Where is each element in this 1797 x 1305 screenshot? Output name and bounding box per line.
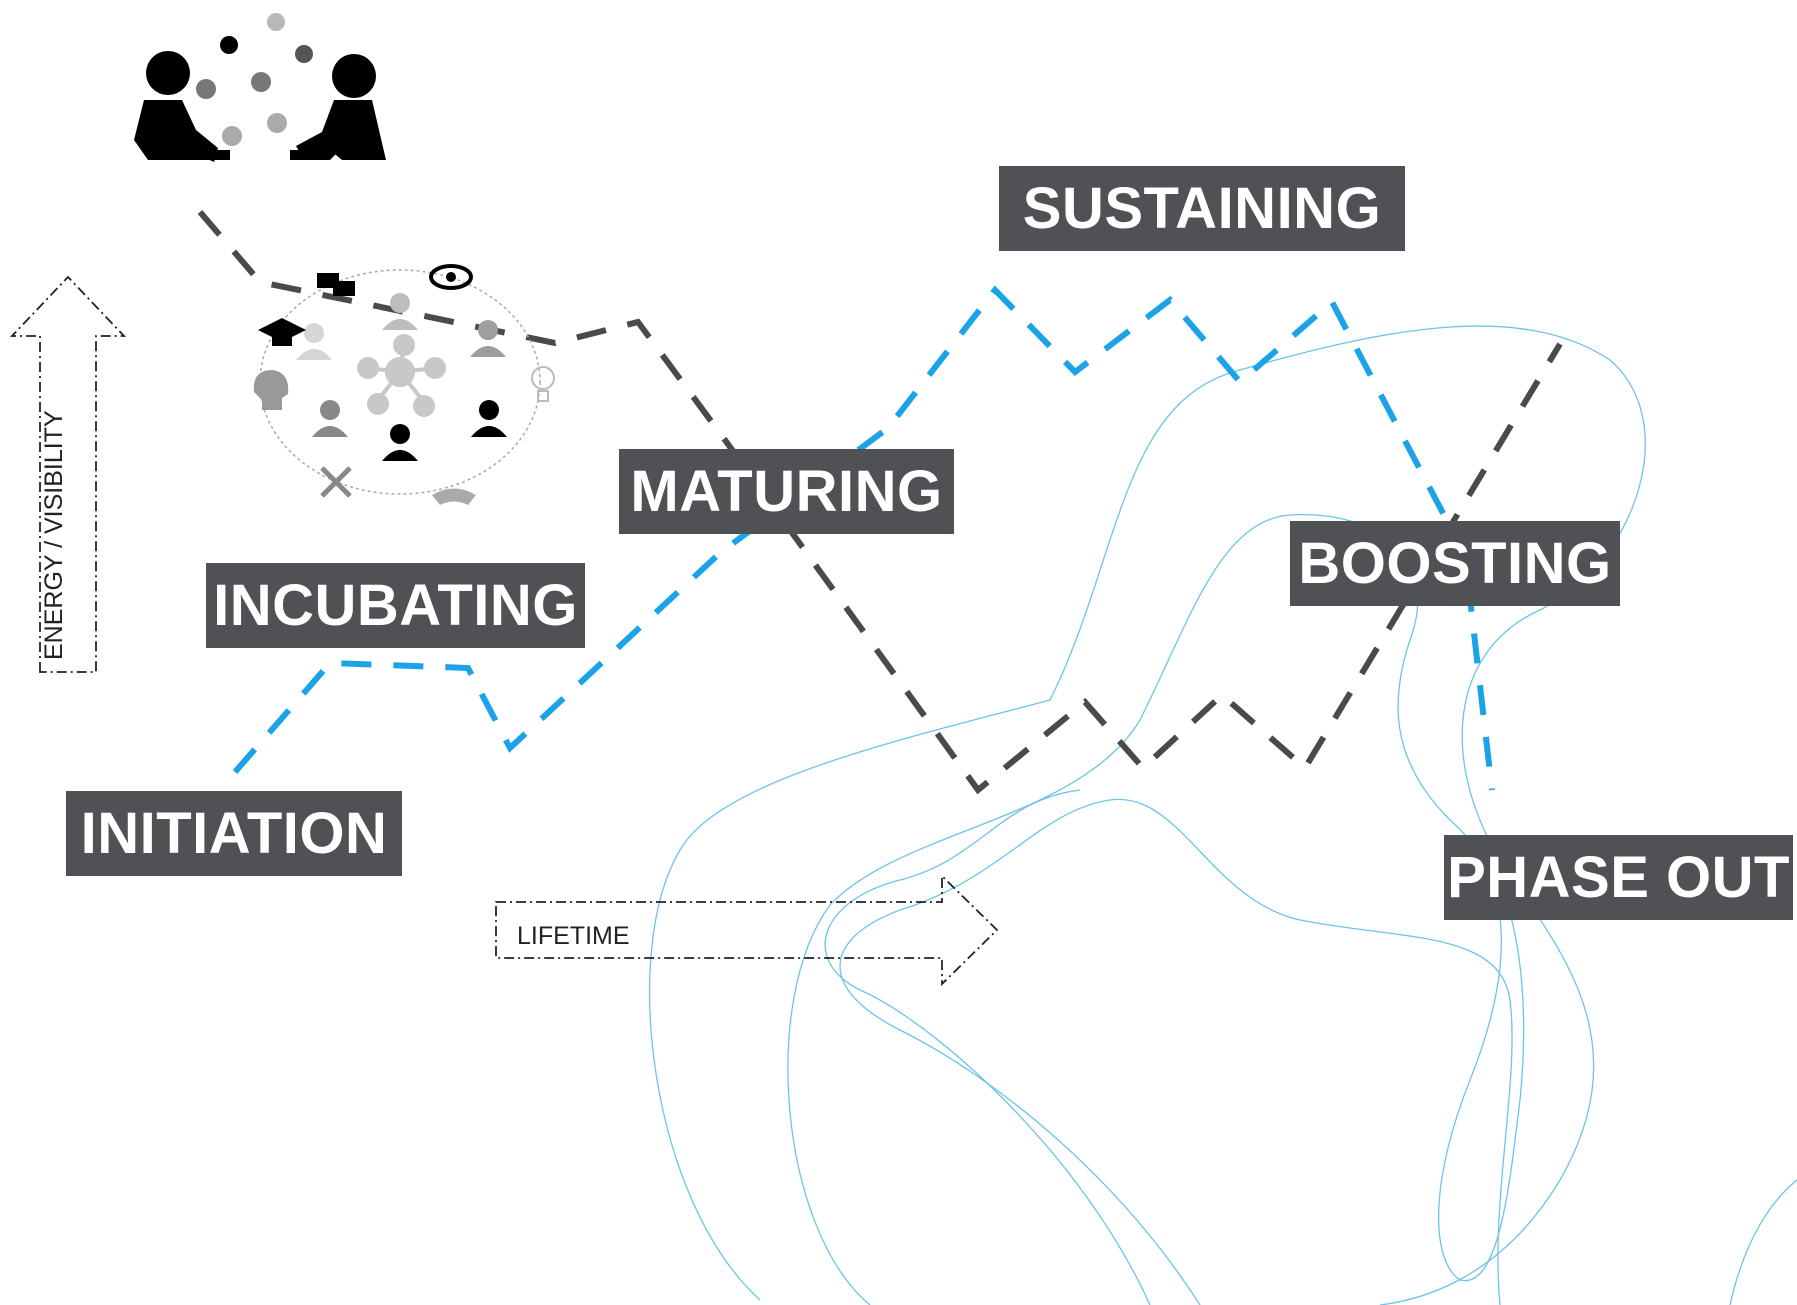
phase-phase-out: PHASE OUT: [1444, 835, 1793, 920]
phase-boosting: BOOSTING: [1290, 521, 1620, 606]
phase-maturing: MATURING: [619, 449, 954, 534]
contour-lines: [648, 325, 1797, 1305]
phase-incubating: INCUBATING: [206, 563, 585, 648]
blue-energy-path: [232, 285, 1495, 791]
two-people-icon: [134, 13, 386, 162]
lifetime-axis-arrow: [495, 873, 999, 987]
lifetime-axis-label: LIFETIME: [517, 922, 630, 950]
community-network-icon: [253, 264, 555, 505]
phase-initiation: INITIATION: [66, 791, 402, 876]
dark-energy-path: [197, 210, 1563, 795]
energy-visibility-axis-label: ENERGY / VISIBILITY: [40, 410, 68, 660]
energy-axis-arrow: [9, 275, 127, 673]
phase-sustaining: SUSTAINING: [999, 166, 1405, 251]
